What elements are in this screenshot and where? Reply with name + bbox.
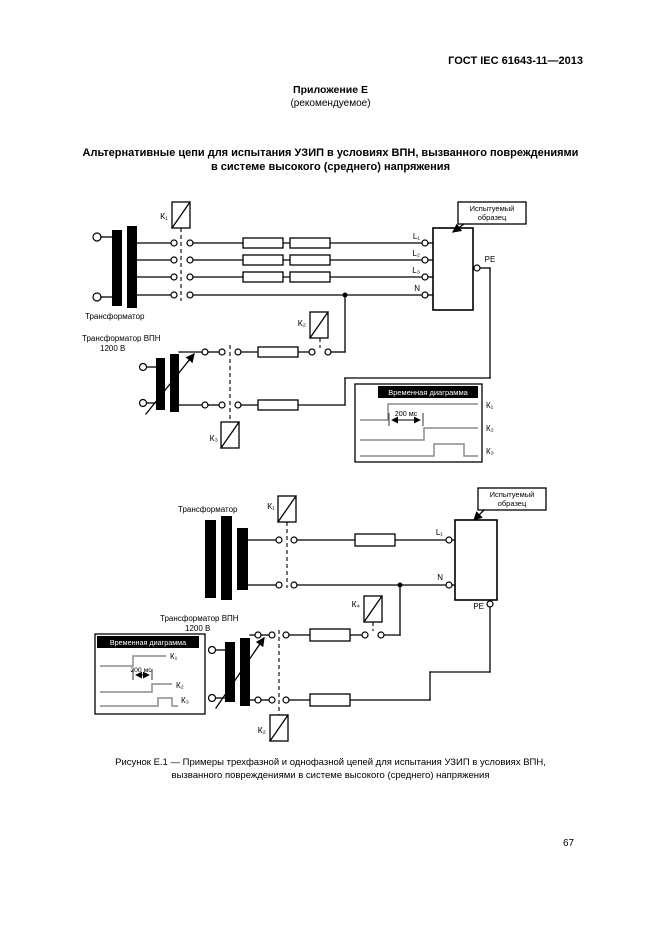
k1-switch-bottom: К₁ <box>267 495 297 588</box>
label-l3: L₃ <box>412 266 420 275</box>
test-sample-bottom: Испытуемый образец <box>454 487 547 601</box>
trace-label-k1: К₁ <box>170 652 178 661</box>
supply-transformer-bottom <box>205 516 456 600</box>
pointer-arrow <box>452 223 465 233</box>
trace-label-k3: К₃ <box>181 696 189 705</box>
label-test-sample-2: образец <box>478 213 507 222</box>
label-l2: L₂ <box>412 249 420 258</box>
interval-label: 200 мс <box>395 409 418 418</box>
pointer-arrow <box>473 509 485 521</box>
figure-title-line1: Альтернативные цепи для испытания УЗИП в… <box>82 147 579 159</box>
label-pe: РЕ <box>473 602 484 611</box>
tov-transformer-bottom <box>207 631 265 709</box>
trace-label-k2: К₂ <box>176 681 184 690</box>
trace-k2 <box>100 683 172 693</box>
tov-lines-top <box>207 294 346 411</box>
document-code: ГОСТ IEC 61643-11—2013 <box>448 55 583 67</box>
trace-label-k1: К₁ <box>486 401 494 410</box>
annex-subtitle: (рекомендуемое) <box>290 98 371 109</box>
timing-title: Временная диаграмма <box>110 638 186 647</box>
label-l1: L₁ <box>413 232 420 241</box>
label-test-sample-1: Испытуемый <box>470 204 515 213</box>
label-tov-voltage: 1200 В <box>100 344 125 353</box>
k2-switch-bottom: К₂ <box>258 630 289 742</box>
trace-k3 <box>100 697 178 707</box>
timing-title: Временная диаграмма <box>388 388 468 397</box>
label-tov-voltage: 1200 В <box>185 624 210 633</box>
tov-transformer-top <box>138 348 209 415</box>
k1-switch: К₁ <box>160 201 191 301</box>
label-l1: L₁ <box>436 528 443 537</box>
trace-label-k2: К₂ <box>486 424 494 433</box>
label-k2: К₂ <box>258 725 266 735</box>
label-k1: К₁ <box>160 211 168 221</box>
phase-lines <box>136 237 434 299</box>
pe-connection-bottom: РЕ <box>429 599 494 701</box>
label-pe: РЕ <box>485 255 496 264</box>
k4-switch: К₄ <box>352 595 383 631</box>
trace-k1 <box>100 655 166 667</box>
label-transformer: Трансформатор <box>85 312 145 321</box>
label-tov-transformer: Трансформатор ВПН <box>160 614 239 623</box>
figure-caption-line2: вызванного повреждениями в системе высок… <box>171 770 490 781</box>
label-n: N <box>437 573 443 582</box>
trace-k1 <box>360 403 478 421</box>
trace-k3 <box>360 443 478 457</box>
test-sample-box <box>432 227 474 311</box>
label-test-sample-2: образец <box>498 499 527 508</box>
label-k1: К₁ <box>267 501 275 511</box>
annex-title: Приложение Е <box>293 84 368 96</box>
timing-diagram-bottom: Временная диаграмма 200 мс К₁ К₂ К₃ <box>94 633 206 715</box>
supply-transformer <box>92 226 137 308</box>
label-transformer: Трансформатор <box>178 505 238 514</box>
test-sample-top: Испытуемый образец <box>432 201 527 311</box>
trace-label-k3: К₃ <box>486 447 494 456</box>
timing-diagram-top: Временная диаграмма 200 мс К₁ К₂ К₃ <box>354 383 494 463</box>
label-n: N <box>414 284 420 293</box>
label-k2: К₂ <box>298 318 306 328</box>
k3-switch: К₃ <box>210 345 240 449</box>
variac-arrow <box>145 353 195 415</box>
figure-title-line2: в системе высокого (среднего) напряжения <box>210 161 450 173</box>
label-tov-transformer: Трансформатор ВПН <box>82 334 161 343</box>
interval-label: 200 мс <box>130 667 152 674</box>
tov-lines-bottom <box>260 584 431 707</box>
test-sample-box <box>454 519 498 601</box>
page-number: 67 <box>563 838 575 849</box>
variac-arrow <box>215 637 265 709</box>
trace-k2 <box>360 427 478 441</box>
k2-switch: К₂ <box>298 311 329 348</box>
three-phase-circuit: Трансформатор К₁ <box>82 201 527 463</box>
figure-caption-line1: Рисунок Е.1 — Примеры трехфазной и одноф… <box>115 757 546 768</box>
label-k4: К₄ <box>352 599 361 609</box>
single-phase-circuit: Трансформатор К₁ <box>94 487 547 742</box>
label-test-sample-1: Испытуемый <box>490 490 535 499</box>
pe-connection-top: РЕ <box>344 255 496 406</box>
label-k3: К₃ <box>210 433 218 443</box>
